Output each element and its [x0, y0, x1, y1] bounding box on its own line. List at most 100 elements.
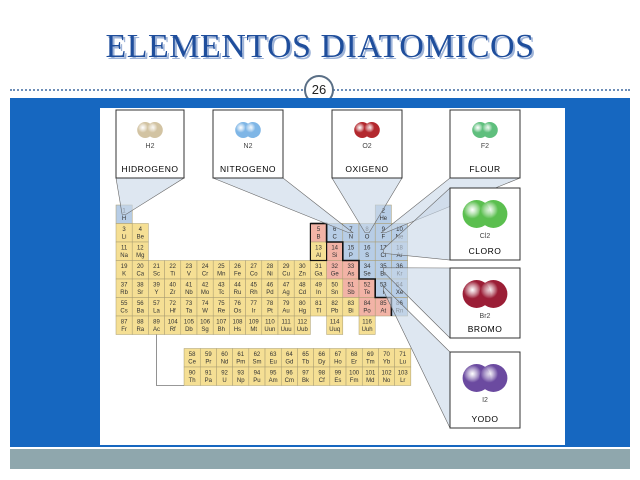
- element-symbol: Tl: [316, 309, 321, 315]
- element-number: 38: [137, 283, 144, 289]
- element-number: 22: [169, 264, 176, 270]
- element-symbol: S: [365, 253, 369, 259]
- element-symbol: W: [202, 309, 208, 315]
- element-number: 88: [137, 320, 144, 326]
- element-cell: 16S: [358, 241, 376, 261]
- element-number: 58: [189, 352, 196, 358]
- element-number: 87: [121, 320, 128, 326]
- element-symbol: Pr: [205, 360, 211, 366]
- element-symbol: Hs: [234, 327, 241, 333]
- element-symbol: Li: [122, 235, 127, 241]
- element-symbol: At: [380, 309, 386, 315]
- element-number: 70: [383, 352, 390, 358]
- element-number: 53: [380, 283, 387, 289]
- element-number: 49: [315, 283, 322, 289]
- element-symbol: Eu: [269, 360, 276, 366]
- element-number: 114: [330, 320, 340, 326]
- element-number: 92: [221, 371, 228, 377]
- element-number: 44: [234, 283, 241, 289]
- element-number: 57: [153, 301, 160, 307]
- element-symbol: Pt: [267, 309, 273, 315]
- element-cell: 4Be: [131, 223, 149, 243]
- element-symbol: Ge: [331, 272, 340, 278]
- element-symbol: Cs: [120, 309, 127, 315]
- element-symbol: Te: [364, 290, 371, 296]
- element-symbol: Bh: [218, 327, 225, 333]
- molecule-name: OXIGENO: [345, 164, 388, 174]
- callout-box: [449, 351, 521, 429]
- element-number: 72: [169, 301, 176, 307]
- element-cell-bg: [326, 315, 344, 335]
- element-symbol: Tc: [218, 290, 224, 296]
- element-number: 84: [364, 301, 371, 307]
- element-number: 34: [364, 264, 371, 270]
- element-symbol: Ag: [282, 290, 289, 296]
- element-symbol: Ac: [153, 327, 160, 333]
- element-number: 20: [137, 264, 144, 270]
- element-number: 36: [396, 264, 403, 270]
- element-symbol: Uuh: [362, 327, 373, 333]
- element-number: 89: [153, 320, 160, 326]
- element-number: 16: [364, 246, 371, 252]
- element-number: 59: [205, 352, 212, 358]
- element-symbol: Al: [316, 253, 321, 259]
- element-number: 32: [331, 264, 338, 270]
- element-symbol: B: [316, 235, 320, 241]
- element-cell: 23V: [180, 260, 198, 280]
- element-symbol: Po: [363, 309, 371, 315]
- element-symbol: Ni: [267, 272, 273, 278]
- element-symbol: Ti: [170, 272, 175, 278]
- element-number: 68: [351, 352, 358, 358]
- element-symbol: K: [122, 272, 126, 278]
- atom: [363, 122, 380, 138]
- element-symbol: Uub: [297, 327, 309, 333]
- element-number: 28: [267, 264, 274, 270]
- element-number: 79: [283, 301, 290, 307]
- footer-bar: [10, 449, 630, 469]
- element-symbol: As: [347, 272, 354, 278]
- element-symbol: Co: [250, 272, 258, 278]
- element-number: 99: [335, 371, 342, 377]
- element-number: 39: [153, 283, 160, 289]
- element-symbol: La: [153, 309, 160, 315]
- element-number: 46: [267, 283, 274, 289]
- element-symbol: Nb: [185, 290, 193, 296]
- molecule-formula: F2: [481, 143, 489, 150]
- element-number: 40: [169, 283, 176, 289]
- element-number: 97: [302, 371, 309, 377]
- element-symbol: In: [316, 290, 321, 296]
- atom: [146, 122, 163, 138]
- element-symbol: Bi: [348, 309, 353, 315]
- element-symbol: Tm: [366, 360, 375, 366]
- element-number: 95: [270, 371, 277, 377]
- element-symbol: Yb: [383, 360, 391, 366]
- element-number: 35: [380, 264, 387, 270]
- element-symbol: V: [187, 272, 191, 278]
- callout-connector: [115, 177, 186, 215]
- element-symbol: Pm: [236, 360, 245, 366]
